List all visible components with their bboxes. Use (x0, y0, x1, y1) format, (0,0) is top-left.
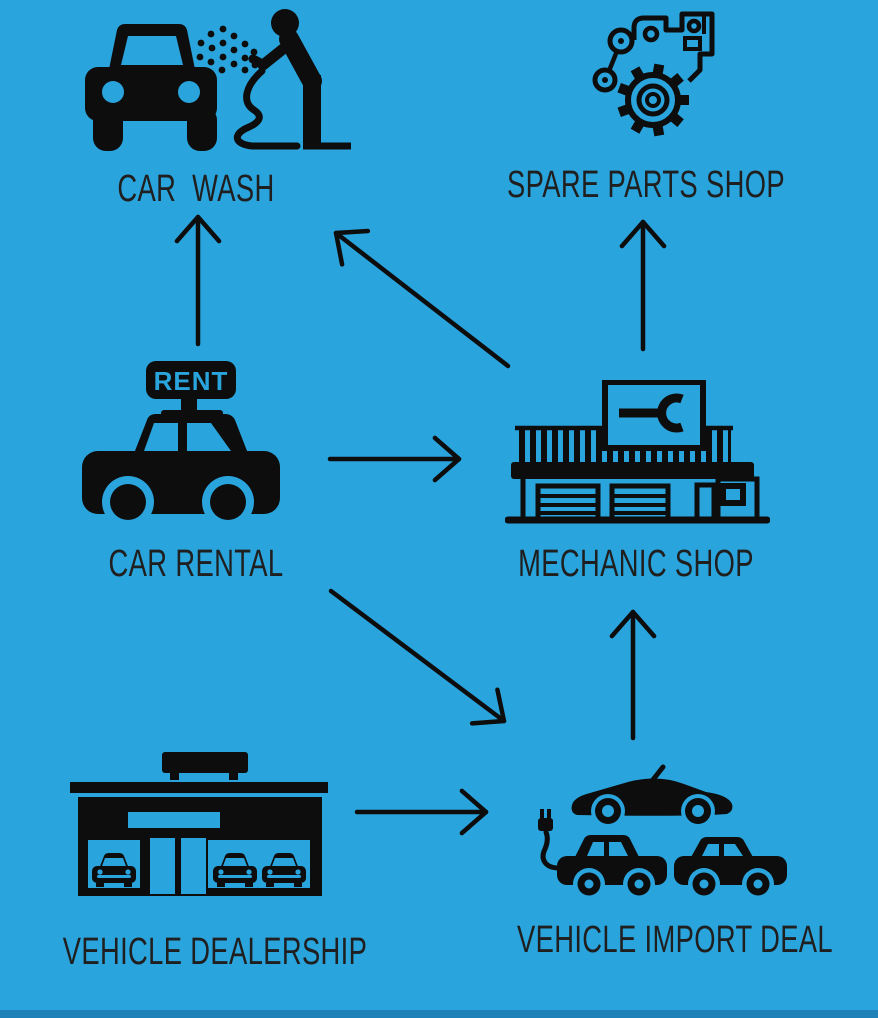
mechanic-shop-icon (505, 380, 770, 524)
vehicle-dealership-label: VEHICLE DEALERSHIP (62, 931, 368, 973)
person-with-hose-icon (233, 9, 351, 150)
entrance-door-left (150, 838, 175, 894)
spare-parts-shop-label: SPARE PARTS SHOP (507, 164, 785, 206)
bottom-edge-strip (0, 1010, 878, 1018)
arrow-mechanic-shop-to-car-wash (333, 228, 511, 369)
mechanic-shop-label: MECHANIC SHOP (518, 543, 754, 585)
wrench-icon (657, 393, 684, 433)
electric-car-icon (538, 809, 667, 900)
dealership-building (70, 752, 328, 896)
car-front-icon (85, 24, 217, 151)
plug-icon (538, 818, 553, 831)
entrance-door-right (181, 838, 206, 894)
arrow-vehicle-import-deal-to-mechanic-shop (609, 609, 657, 741)
engine-icon (592, 11, 715, 93)
hatchback-car-icon (674, 837, 787, 900)
rental-car-icon (82, 414, 280, 528)
spray-dots-icon (196, 25, 259, 74)
arrow-car-rental-to-vehicle-import-deal (328, 588, 507, 726)
convertible-car-icon (571, 764, 733, 828)
gear-icon (617, 63, 689, 137)
arrow-vehicle-dealership-to-vehicle-import-deal (354, 788, 489, 836)
rent-sign-text: RENT (154, 366, 229, 396)
wrench-sign (602, 380, 706, 451)
rent-sign: RENT (146, 361, 236, 420)
vehicle-dealership-icon (70, 752, 328, 896)
roof-sign (162, 752, 248, 773)
spare-parts-icon (592, 11, 715, 137)
vehicle-import-deal-label: VEHICLE IMPORT DEAL (516, 919, 834, 961)
car-rental-icon: RENT (82, 361, 280, 528)
shop-building (505, 476, 770, 524)
car-wash-icon (85, 9, 351, 151)
shop-fascia-bar (511, 462, 754, 479)
arrow-mechanic-shop-to-spare-parts-shop (619, 219, 667, 352)
car-rental-label: CAR RENTAL (108, 543, 284, 585)
vehicle-import-deal-icon (538, 764, 787, 900)
car-wash-label: CAR WASH (117, 168, 275, 210)
arrow-car-rental-to-car-wash (174, 214, 222, 347)
arrow-car-rental-to-mechanic-shop (327, 435, 462, 483)
